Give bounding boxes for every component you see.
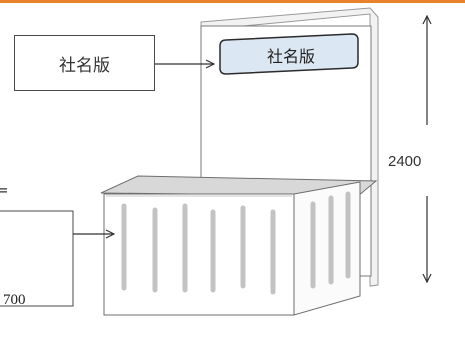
nameplate-sign [219, 33, 359, 75]
nameplate-label: 社名版 [266, 47, 315, 66]
width-dimension-label: 700 [3, 292, 26, 308]
top-accent-bar [0, 0, 465, 3]
clipped-label: = [0, 181, 9, 199]
counter-pleats [121, 191, 351, 295]
width-callout [0, 210, 74, 307]
name-callout-label: 社名版 [59, 55, 110, 76]
name-callout-box: 社名版 [14, 35, 155, 91]
counter-front [103, 193, 295, 316]
height-dimension-label: 2400 [388, 153, 422, 170]
